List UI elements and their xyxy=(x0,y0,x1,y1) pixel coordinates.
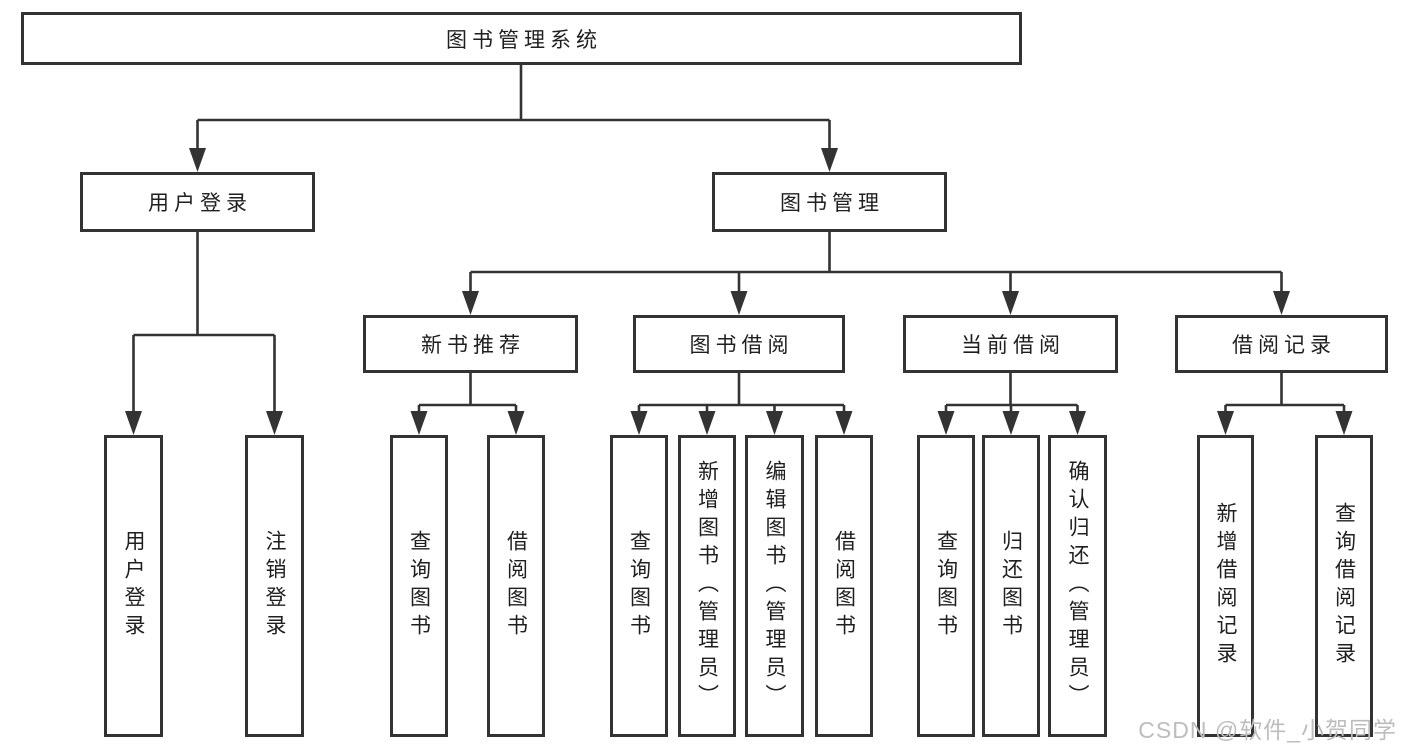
leaf-label: 查询借阅记录 xyxy=(1332,502,1356,670)
leaf-label: 注销登录 xyxy=(263,530,286,642)
leaf-label: 查询图书 xyxy=(934,530,958,642)
node-label: 用户登录 xyxy=(148,192,252,215)
leaf-query-book-1: 查询图书 xyxy=(390,435,448,737)
leaf-label: 借阅图书 xyxy=(832,530,856,642)
leaf-edit-book-admin: 编辑图书（管理员） xyxy=(745,435,804,737)
leaf-add-book-admin: 新增图书（管理员） xyxy=(678,435,736,737)
node-label: 图书管理 xyxy=(780,192,884,215)
leaf-borrow-book-1: 借阅图书 xyxy=(487,435,545,737)
leaf-label: 归还图书 xyxy=(999,530,1023,642)
leaf-borrow-book-2: 借阅图书 xyxy=(815,435,873,737)
node-label: 借阅记录 xyxy=(1232,334,1336,357)
leaf-label: 用户登录 xyxy=(122,530,145,642)
node-label: 新书推荐 xyxy=(421,334,525,357)
node-label: 图书借阅 xyxy=(689,334,794,357)
leaf-label: 确认归还（管理员） xyxy=(1066,460,1089,712)
leaf-query-book-2: 查询图书 xyxy=(610,435,668,737)
node-label: 图书管理系统 xyxy=(446,28,602,52)
node-borrow-records: 借阅记录 xyxy=(1175,315,1388,373)
leaf-user-login: 用户登录 xyxy=(104,435,163,737)
leaf-label: 新增图书（管理员） xyxy=(695,460,719,712)
leaf-label: 查询图书 xyxy=(627,530,651,642)
leaf-confirm-return-admin: 确认归还（管理员） xyxy=(1048,435,1107,737)
node-label: 当前借阅 xyxy=(961,334,1065,357)
leaf-add-borrow-record: 新增借阅记录 xyxy=(1197,435,1254,737)
leaf-label: 查询图书 xyxy=(407,530,431,642)
leaf-label: 编辑图书（管理员） xyxy=(763,460,786,712)
csdn-watermark: CSDN @软件_小贺同学 xyxy=(1138,717,1397,743)
node-user-login: 用户登录 xyxy=(80,172,315,232)
connector-paths xyxy=(132,65,1346,431)
node-book-borrow: 图书借阅 xyxy=(633,315,845,373)
leaf-query-borrow-record: 查询借阅记录 xyxy=(1315,435,1373,737)
leaf-query-book-3: 查询图书 xyxy=(917,435,975,737)
node-current-borrow: 当前借阅 xyxy=(903,315,1118,373)
leaf-label: 借阅图书 xyxy=(504,530,528,642)
leaf-label: 新增借阅记录 xyxy=(1214,502,1237,670)
leaf-logout: 注销登录 xyxy=(245,435,304,737)
leaf-return-book: 归还图书 xyxy=(982,435,1040,737)
node-book-management: 图书管理 xyxy=(712,172,947,232)
node-root-system: 图书管理系统 xyxy=(21,12,1022,65)
node-new-book-recommend: 新书推荐 xyxy=(363,315,578,373)
